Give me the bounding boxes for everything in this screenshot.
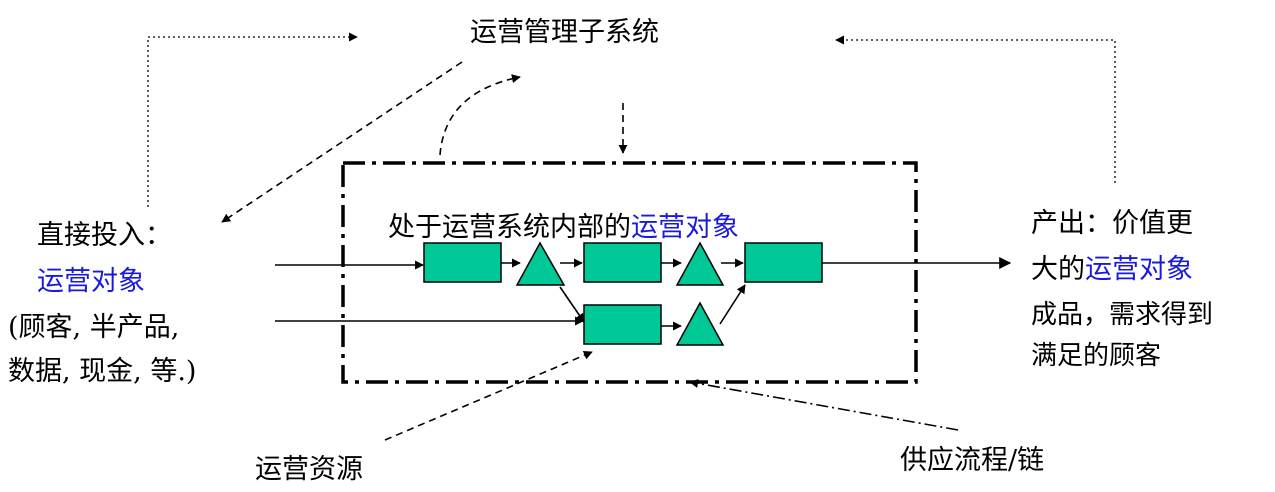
mgmt-dashed-to-input bbox=[221, 61, 463, 223]
output-line4: 满足的顾客 bbox=[1031, 341, 1161, 371]
supply-chain-label: 供应流程/链 bbox=[900, 445, 1044, 476]
process-box-1 bbox=[423, 242, 502, 283]
triangle-3 bbox=[675, 301, 725, 346]
input-heading: 直接投入： bbox=[37, 220, 172, 251]
input-detail-line1: (顾客, 半产品, bbox=[8, 312, 179, 343]
flow-arrow-branch bbox=[559, 286, 585, 323]
output-line3: 成品，需求得到 bbox=[1031, 300, 1213, 330]
output-line1: 产出：价值更 bbox=[1031, 208, 1193, 239]
feedback-dotted-left bbox=[147, 32, 358, 207]
output-line2: 大的运营对象 bbox=[1031, 254, 1193, 285]
process-box-3 bbox=[744, 242, 823, 283]
output-line2-highlight: 运营对象 bbox=[1085, 254, 1193, 285]
triangle-2 bbox=[675, 241, 725, 286]
inner-title-highlight: 运营对象 bbox=[631, 212, 739, 243]
input-highlight: 运营对象 bbox=[37, 266, 145, 297]
inner-title-prefix: 处于运营系统内部的 bbox=[388, 212, 631, 243]
mgmt-dashed-curve bbox=[439, 74, 521, 156]
resources-label: 运营资源 bbox=[255, 454, 363, 485]
triangle-1 bbox=[515, 241, 566, 286]
inner-title-label: 处于运营系统内部的运营对象 bbox=[388, 212, 739, 243]
flow-arrow-merge bbox=[719, 284, 746, 325]
supply-chain-dashdot-arrow bbox=[689, 378, 959, 431]
process-box-2 bbox=[583, 242, 662, 283]
system-boundary bbox=[341, 161, 918, 384]
resources-dashed-arrow bbox=[384, 351, 593, 441]
input-detail-line2: 数据, 现金, 等.) bbox=[8, 356, 196, 387]
output-line2-prefix: 大的 bbox=[1031, 254, 1085, 285]
process-box-4 bbox=[583, 304, 662, 345]
title-label: 运营管理子系统 bbox=[470, 17, 659, 48]
